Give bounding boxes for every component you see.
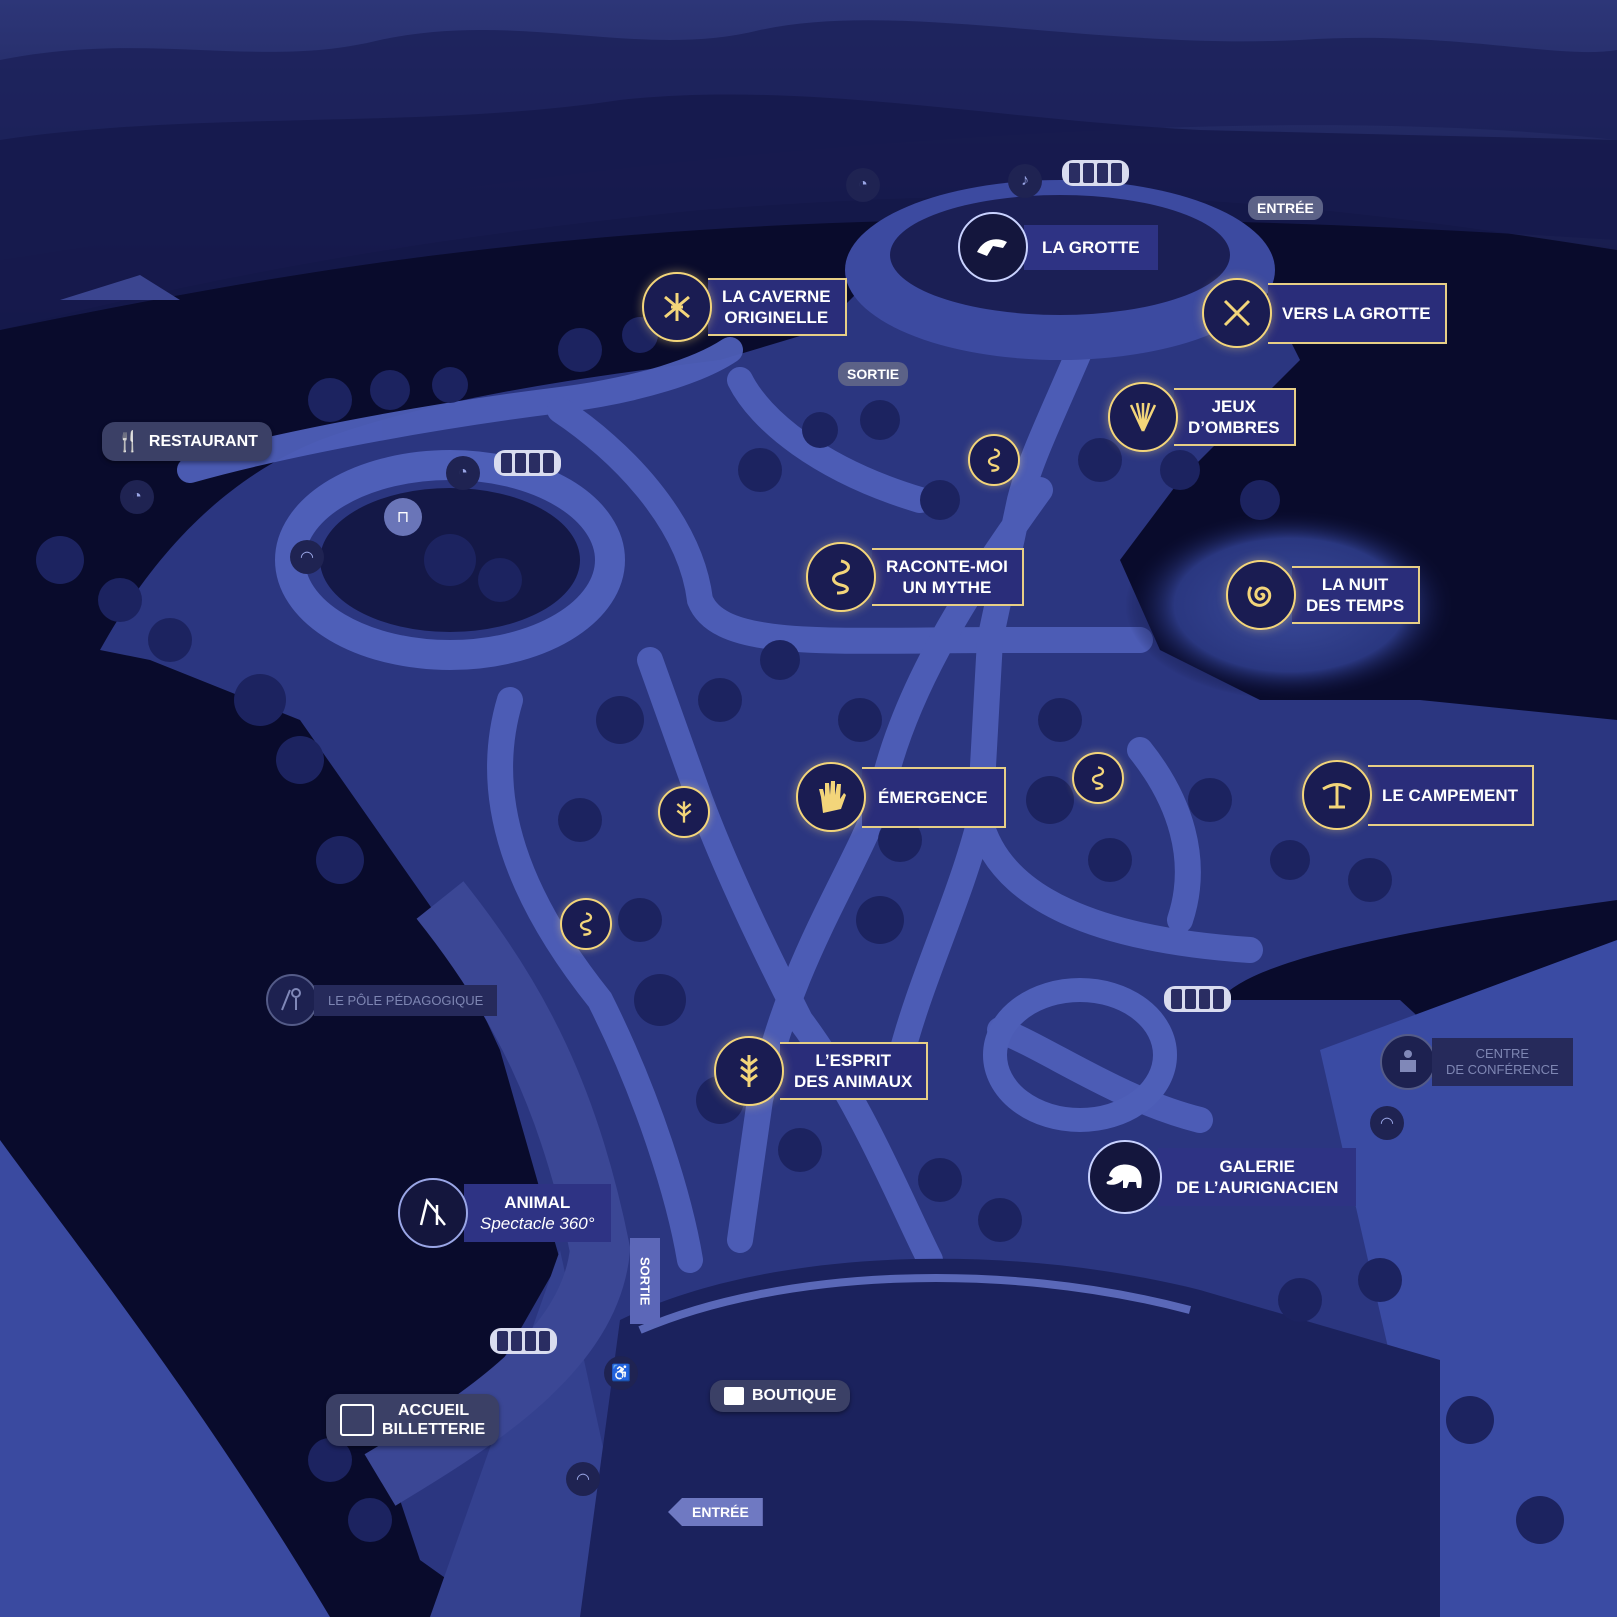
caverne-icon — [642, 272, 712, 342]
nuit-spiral-icon — [1226, 560, 1296, 630]
restaurant-label[interactable]: 🍴 RESTAURANT — [102, 422, 272, 461]
galerie-aurignacien-label[interactable]: GALERIE DE L’AURIGNACIEN — [1088, 1140, 1357, 1214]
boutique-title: BOUTIQUE — [752, 1387, 837, 1404]
entree-top-label[interactable]: ENTRÉE — [1248, 196, 1323, 220]
restroom-badge — [494, 450, 561, 476]
esprit-plant-icon — [714, 1036, 784, 1106]
boutique-label[interactable]: BOUTIQUE — [710, 1380, 851, 1412]
centre-conference-label[interactable]: CENTRE DE CONFÉRENCE — [1380, 1034, 1573, 1090]
centre-title-line1: CENTRE — [1475, 1046, 1530, 1061]
emergence-title: ÉMERGENCE — [862, 766, 1006, 828]
vers-la-grotte-label[interactable]: VERS LA GROTTE — [1202, 278, 1447, 348]
wifi-icon: ◠ — [1370, 1106, 1404, 1140]
animal-title: ANIMAL — [504, 1193, 571, 1212]
centre-title-line2: DE CONFÉRENCE — [1446, 1062, 1559, 1077]
emergence-hand-icon — [796, 762, 866, 832]
restaurant-cutlery-icon: 🍴 — [116, 431, 141, 453]
nuit-title-line1: LA NUIT — [1321, 575, 1389, 594]
grotte-cave-icon — [958, 212, 1028, 282]
audio-guide-icon: ◔ — [846, 168, 880, 202]
sortie-top-label[interactable]: SORTIE — [838, 362, 909, 386]
jeux-ombres-icon — [1108, 382, 1178, 452]
story-marker-icon[interactable] — [560, 898, 612, 950]
sortie-arrow[interactable]: SORTIE — [630, 1238, 660, 1324]
wifi-icon: ◠ — [290, 540, 324, 574]
campement-title: LE CAMPEMENT — [1368, 764, 1534, 826]
conference-icon — [1380, 1034, 1436, 1090]
esprit-title-line1: L’ESPRIT — [815, 1051, 891, 1070]
raconte-squiggle-icon — [806, 542, 876, 612]
audio-guide-icon: ♪ — [1008, 164, 1042, 198]
emergence-label[interactable]: ÉMERGENCE — [796, 762, 1006, 832]
mammoth-icon — [1088, 1140, 1162, 1214]
la-grotte-label[interactable]: LA GROTTE — [958, 212, 1158, 282]
la-caverne-originelle-label[interactable]: LA CAVERNE ORIGINELLE — [642, 272, 847, 342]
plant-marker-icon[interactable] — [658, 786, 710, 838]
la-grotte-title: LA GROTTE — [1024, 224, 1158, 270]
pole-title: LE PÔLE PÉDAGOGIQUE — [314, 984, 498, 1016]
entree-arrow[interactable]: ENTRÉE — [668, 1498, 763, 1526]
raconte-title-line2: UN MYTHE — [902, 578, 992, 597]
restroom-badge — [490, 1328, 557, 1354]
restroom-badge — [1164, 986, 1231, 1012]
accueil-billetterie-label[interactable]: ACCUEIL BILLETTERIE — [326, 1394, 500, 1446]
audio-guide-icon: ◔ — [120, 480, 154, 514]
campement-icon — [1302, 760, 1372, 830]
pole-pedagogique-icon — [266, 974, 318, 1026]
jeux-title-line2: D’OMBRES — [1188, 418, 1280, 437]
galerie-title-line1: GALERIE — [1219, 1157, 1296, 1176]
animal-subtitle: Spectacle 360° — [480, 1214, 595, 1233]
picnic-icon: ⊓ — [384, 498, 422, 536]
wifi-icon: ◠ — [566, 1462, 600, 1496]
vers-grotte-icon — [1202, 278, 1272, 348]
galerie-title-line2: DE L’AURIGNACIEN — [1176, 1178, 1339, 1197]
caverne-title-line1: LA CAVERNE — [722, 287, 831, 306]
le-campement-label[interactable]: LE CAMPEMENT — [1302, 760, 1534, 830]
accueil-title-line2: BILLETTERIE — [382, 1421, 486, 1438]
la-nuit-des-temps-label[interactable]: LA NUIT DES TEMPS — [1226, 560, 1421, 630]
jeux-dombres-label[interactable]: JEUX D’OMBRES — [1108, 382, 1296, 452]
vers-grotte-title: VERS LA GROTTE — [1268, 282, 1447, 344]
restroom-badge — [1062, 160, 1129, 186]
boutique-gift-icon — [724, 1387, 744, 1405]
pole-pedagogique-label[interactable]: LE PÔLE PÉDAGOGIQUE — [266, 974, 498, 1026]
lesprit-des-animaux-label[interactable]: L’ESPRIT DES ANIMAUX — [714, 1036, 929, 1106]
animal-spectacle-label[interactable]: ANIMAL Spectacle 360° — [398, 1178, 611, 1248]
accessibility-icon: ♿ — [604, 1356, 638, 1390]
restaurant-title: RESTAURANT — [148, 432, 258, 450]
raconte-moi-un-mythe-label[interactable]: RACONTE-MOI UN MYTHE — [806, 542, 1024, 612]
animal-show-icon — [398, 1178, 468, 1248]
accueil-ticket-icon — [340, 1404, 374, 1436]
raconte-title-line1: RACONTE-MOI — [886, 557, 1008, 576]
audio-guide-icon: ◔ — [446, 456, 480, 490]
accueil-title-line1: ACCUEIL — [398, 1402, 470, 1419]
esprit-title-line2: DES ANIMAUX — [794, 1072, 913, 1091]
story-marker-icon[interactable] — [968, 434, 1020, 486]
nuit-title-line2: DES TEMPS — [1306, 596, 1405, 615]
caverne-title-line2: ORIGINELLE — [724, 308, 829, 327]
jeux-title-line1: JEUX — [1211, 397, 1257, 416]
story-marker-icon[interactable] — [1072, 752, 1124, 804]
